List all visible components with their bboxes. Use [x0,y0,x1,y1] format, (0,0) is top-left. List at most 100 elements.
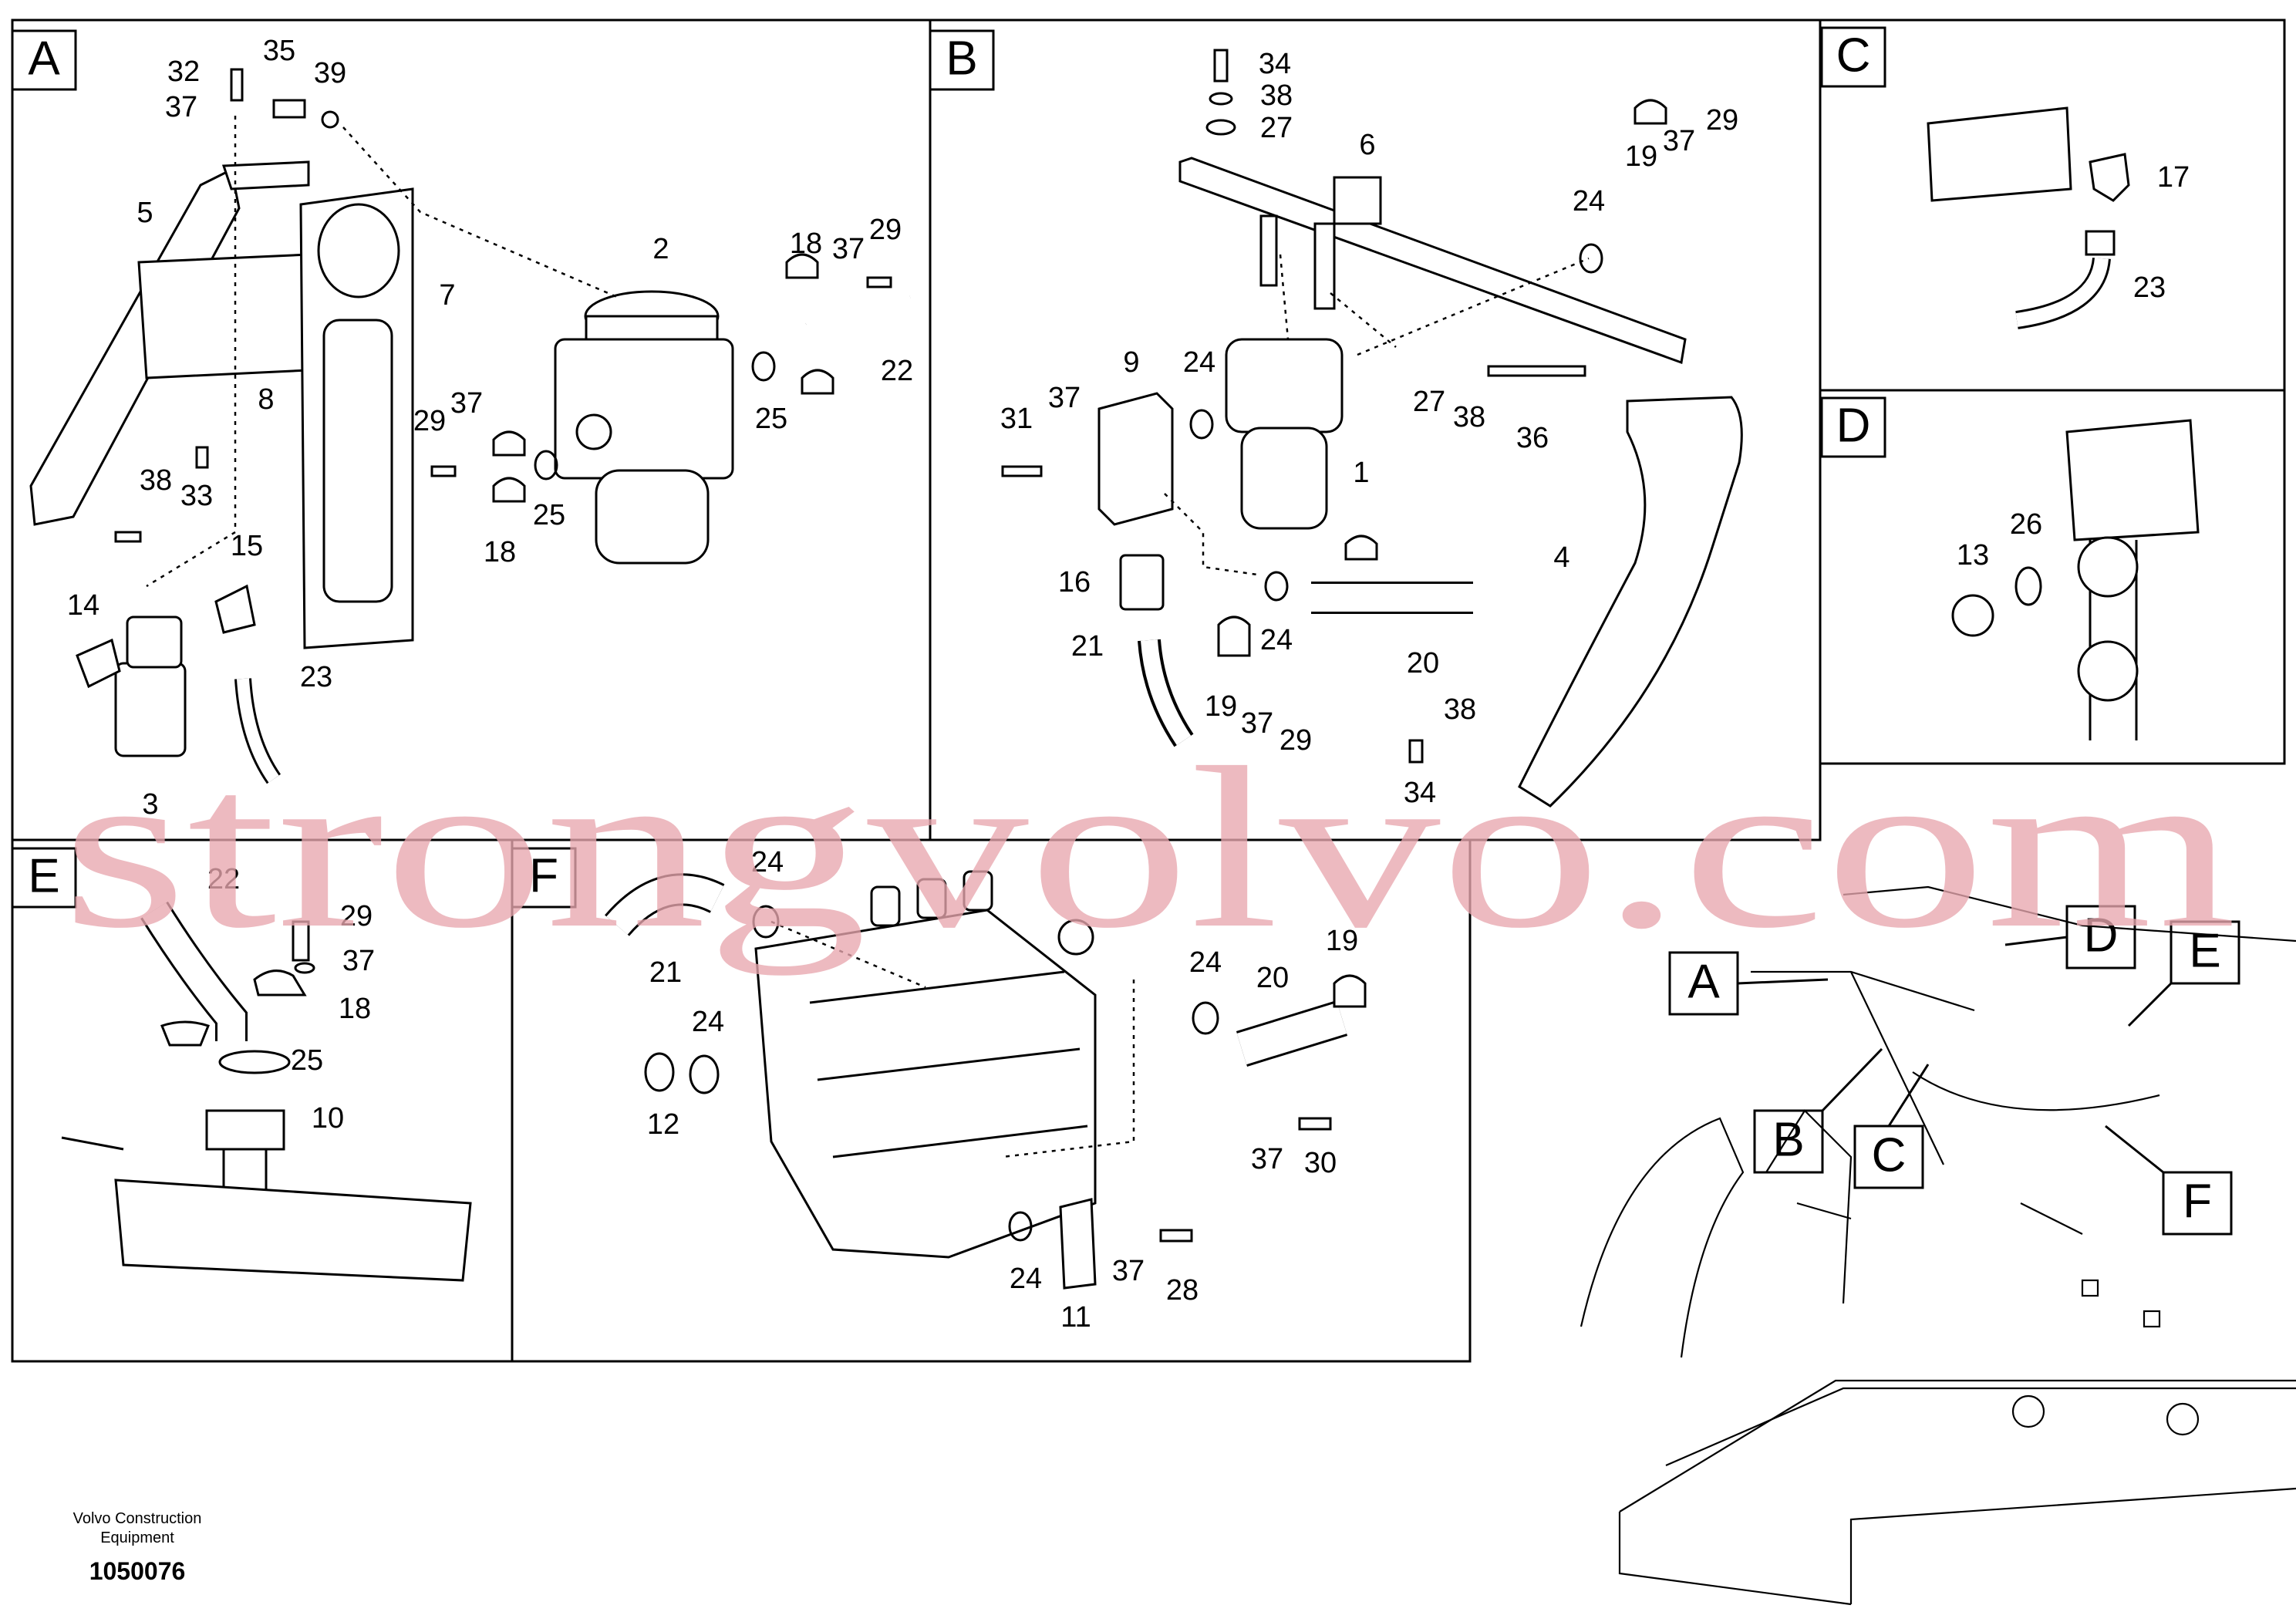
o-ring-24-b [1189,409,1214,440]
panel-c-letter: C [1820,26,1886,88]
panel-a-drawing [29,68,911,784]
callout-a-37b: 37 [832,233,865,265]
frame-edge-3 [1849,1487,2296,1604]
overview-label-b: B [1753,1047,1883,1174]
panel-e-drawing [61,901,472,1282]
o-ring-26 [2014,566,2042,606]
panel-b-letter: B [929,29,995,91]
bolt-29-b [866,276,892,288]
panel-c-frame [1819,19,2286,392]
overview-label-e: E [2127,920,2240,1027]
callout-a-18: 18 [790,228,822,260]
callout-a-23: 23 [300,661,332,693]
o-ring-24-a [1579,243,1603,274]
callout-b-36: 36 [1516,422,1549,454]
filter-head [554,338,734,480]
callout-b-34b: 34 [1404,777,1436,809]
valve-block-d [2065,419,2200,541]
callout-b-6: 6 [1359,129,1375,161]
panel-c-drawing [1927,106,2130,329]
overview-label-a: A [1668,951,1829,1016]
svg-text:D: D [2084,909,2119,962]
callout-b-21: 21 [1071,630,1104,663]
lifting-eye [1057,919,1094,956]
overview-label-f: F [2105,1125,2233,1236]
callout-a-37: 37 [165,91,197,123]
flange-10 [205,1109,285,1151]
panel-e-letter-text: E [28,849,59,902]
overview-label-d: D [2004,905,2136,969]
callout-f-24c: 24 [1189,946,1222,979]
washer-e-37 [294,962,315,974]
overview-lug-a [2081,1279,2099,1297]
clamp-18-upper [785,253,819,279]
o-ring-25-a [751,351,776,382]
callout-a-29: 29 [869,214,902,246]
overview-lug-b [2143,1310,2161,1328]
svg-text:B: B [1772,1113,1804,1166]
bolt-35 [272,99,306,119]
callout-e-10: 10 [312,1102,344,1135]
clamp-19-a [1633,99,1667,125]
fitting-14 [76,638,121,689]
hose-end-23 [2085,230,2116,256]
filter-head-1 [1225,338,1344,433]
panel-d-drawing [1951,419,2200,740]
boom-foot-left [1580,1117,1745,1358]
plug-13 [1951,594,1994,637]
frame-edge-1 [1619,1379,2296,1512]
valve-block-9 [1097,392,1174,526]
callout-a-5: 5 [137,197,153,229]
port-d-upper [2077,536,2139,598]
panel-f-letter: F [511,847,577,909]
o-ring-24-c [1264,571,1289,602]
o-ring-f-12 [644,1052,675,1092]
leader-a-2 [146,116,237,588]
panel-a-letter: A [11,29,77,91]
spindle-10 [61,1136,124,1151]
bolt-f-30 [1298,1117,1332,1131]
callout-f-21: 21 [649,956,682,989]
panel-a-letter-text: A [28,32,60,85]
bracket-tab-b [1313,222,1336,310]
o-ring-25-b [534,450,558,481]
overview-drawing [1580,885,2296,1606]
callout-b-37b: 37 [1048,382,1081,414]
panel-f-drawing [605,870,1367,1290]
callout-b-37: 37 [1663,125,1695,157]
frame-inner [1665,1387,2296,1467]
o-ring-e-25 [218,1050,291,1074]
washer-27-top [1205,119,1236,136]
callout-a-33: 33 [180,480,213,512]
clamp-19-c [1217,615,1251,657]
callout-f-12: 12 [647,1108,679,1141]
bracket-tab-a [1259,214,1278,287]
callout-b-24c: 24 [1260,624,1293,656]
valve-sections [809,970,1088,1158]
panel-d-letter-text: D [1836,399,1871,452]
callout-f-24: 24 [751,846,784,878]
port-d-lower [2077,640,2139,702]
panel-b-drawing [1001,49,1743,808]
overview-hole-a [2011,1394,2045,1428]
callout-e-18: 18 [339,993,371,1025]
callout-b-19b: 19 [1205,690,1237,723]
o-ring-f-24-c [1192,1001,1219,1035]
frame-edge-2 [1618,1512,1852,1606]
callout-b-31: 31 [1000,403,1033,435]
o-ring-f-24-d [1008,1211,1033,1242]
callout-e-22: 22 [207,863,240,895]
bolt-34-top [1213,49,1229,83]
clamp-f-19 [1333,974,1367,1008]
curved-support [1518,396,1743,808]
footer-company-line1: Volvo Construction [73,1510,202,1527]
callout-a-15: 15 [231,530,263,562]
overview-labels: A D E B C F [1668,905,2240,1236]
bracket-hub [1333,176,1382,225]
callout-b-1: 1 [1353,457,1369,489]
upper-structure-top [1843,885,2296,943]
callout-f-24b: 24 [692,1006,724,1038]
callout-f-11: 11 [1060,1301,1091,1334]
callout-f-19: 19 [1326,925,1358,957]
callout-a-22: 22 [881,355,913,387]
